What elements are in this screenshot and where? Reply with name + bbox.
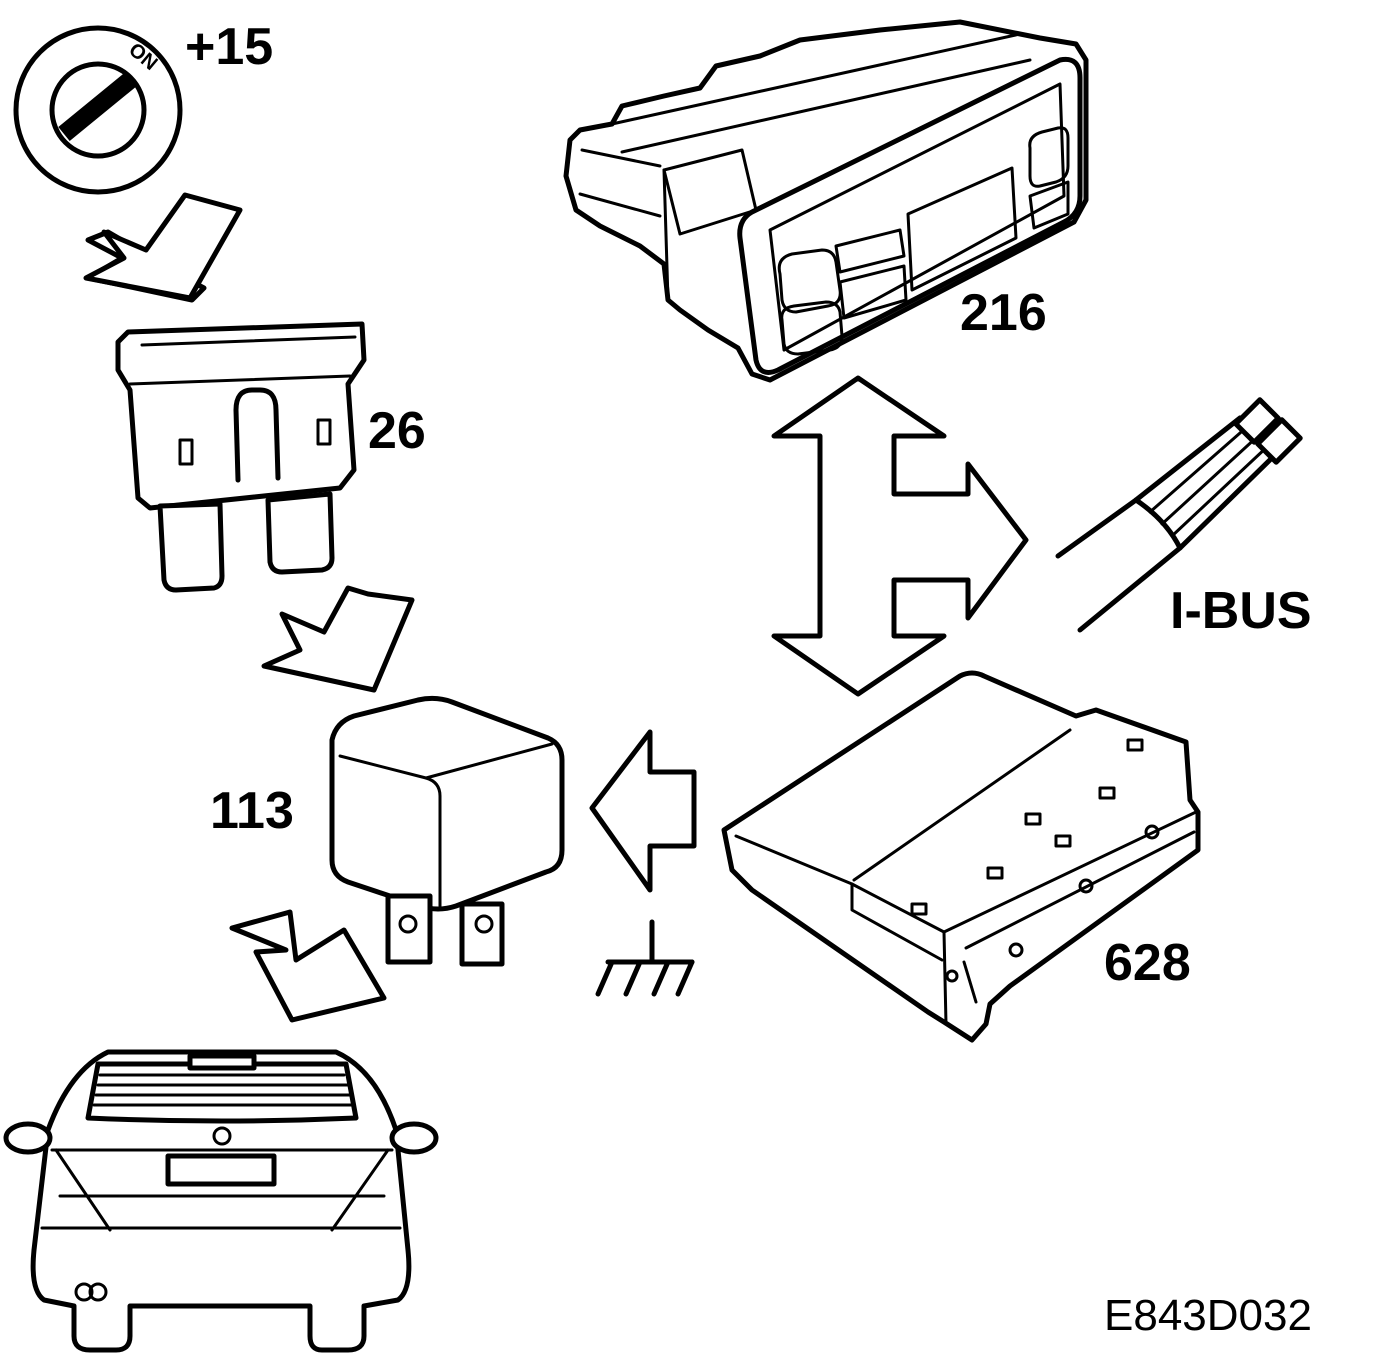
bus-label: I-BUS (1170, 582, 1312, 640)
car-rear-view-icon (3, 1049, 439, 1353)
fuse-label: 26 (368, 402, 426, 460)
control-module-icon (721, 670, 1201, 1043)
arrow-fuse-to-relay (261, 585, 415, 693)
ignition-label: +15 (185, 18, 273, 76)
figure-reference: E843D032 (1104, 1291, 1312, 1340)
display-unit-icon (563, 19, 1089, 383)
arrow-relay-to-car (229, 909, 387, 1023)
control-module-label: 628 (1104, 934, 1191, 992)
bus-cable-icon (1055, 397, 1303, 633)
bidirectional-bus-arrow (771, 375, 1029, 697)
display-unit-label: 216 (960, 284, 1047, 342)
relay-label: 113 (210, 782, 294, 840)
ignition-switch-icon: ON (13, 25, 183, 195)
relay-icon (329, 695, 565, 967)
ground-symbol-icon (595, 919, 695, 997)
arrow-module-to-relay (589, 729, 697, 893)
blade-fuse-icon (115, 321, 367, 593)
